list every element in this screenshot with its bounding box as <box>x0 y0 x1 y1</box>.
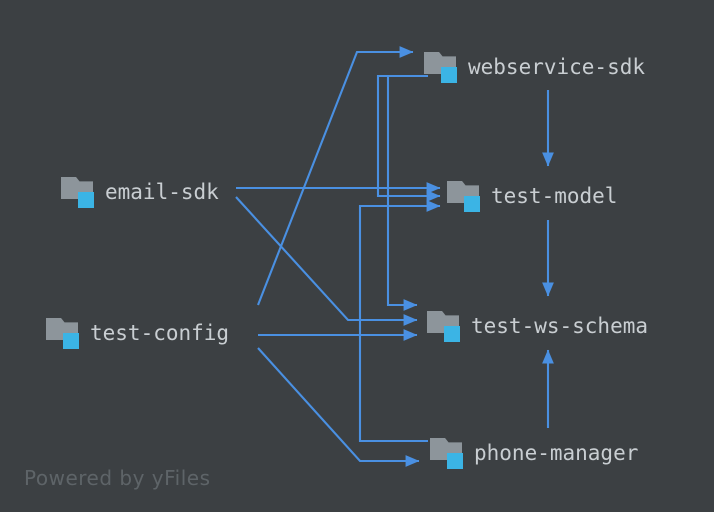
folder-icon <box>430 436 466 470</box>
node-label: test-config <box>90 321 230 345</box>
folder-badge-icon <box>441 67 457 83</box>
folder-icon <box>424 50 460 84</box>
node-test-config[interactable]: test-config <box>46 313 229 353</box>
node-webservice-sdk[interactable]: webservice-sdk <box>424 47 645 87</box>
yfiles-watermark: Powered by yFiles <box>24 466 211 490</box>
folder-badge-icon <box>464 196 480 212</box>
edge-test-config-to-phone-manager <box>257 347 420 467</box>
folder-icon <box>46 316 82 350</box>
folder-badge-icon <box>444 326 460 342</box>
edge-webservice-sdk-to-test-ws-schema <box>386 74 428 311</box>
edge-webservice-sdk-to-test-model <box>376 74 441 202</box>
folder-icon <box>427 309 463 343</box>
node-label: test-model <box>491 184 618 208</box>
folder-icon <box>447 179 483 213</box>
folder-badge-icon <box>78 192 94 208</box>
node-label: email-sdk <box>105 180 219 204</box>
node-label: phone-manager <box>474 441 639 465</box>
node-label: test-ws-schema <box>471 314 649 338</box>
folder-badge-icon <box>447 453 463 469</box>
node-phone-manager[interactable]: phone-manager <box>430 433 638 473</box>
node-test-ws-schema[interactable]: test-ws-schema <box>427 306 648 346</box>
folder-icon <box>61 175 97 209</box>
folder-badge-icon <box>63 333 79 349</box>
edge-email-sdk-to-test-ws-schema <box>235 196 418 326</box>
node-email-sdk[interactable]: email-sdk <box>61 172 219 212</box>
edge-test-config-to-webservice-sdk <box>257 46 414 306</box>
node-test-model[interactable]: test-model <box>447 176 617 216</box>
node-label: webservice-sdk <box>468 55 646 79</box>
